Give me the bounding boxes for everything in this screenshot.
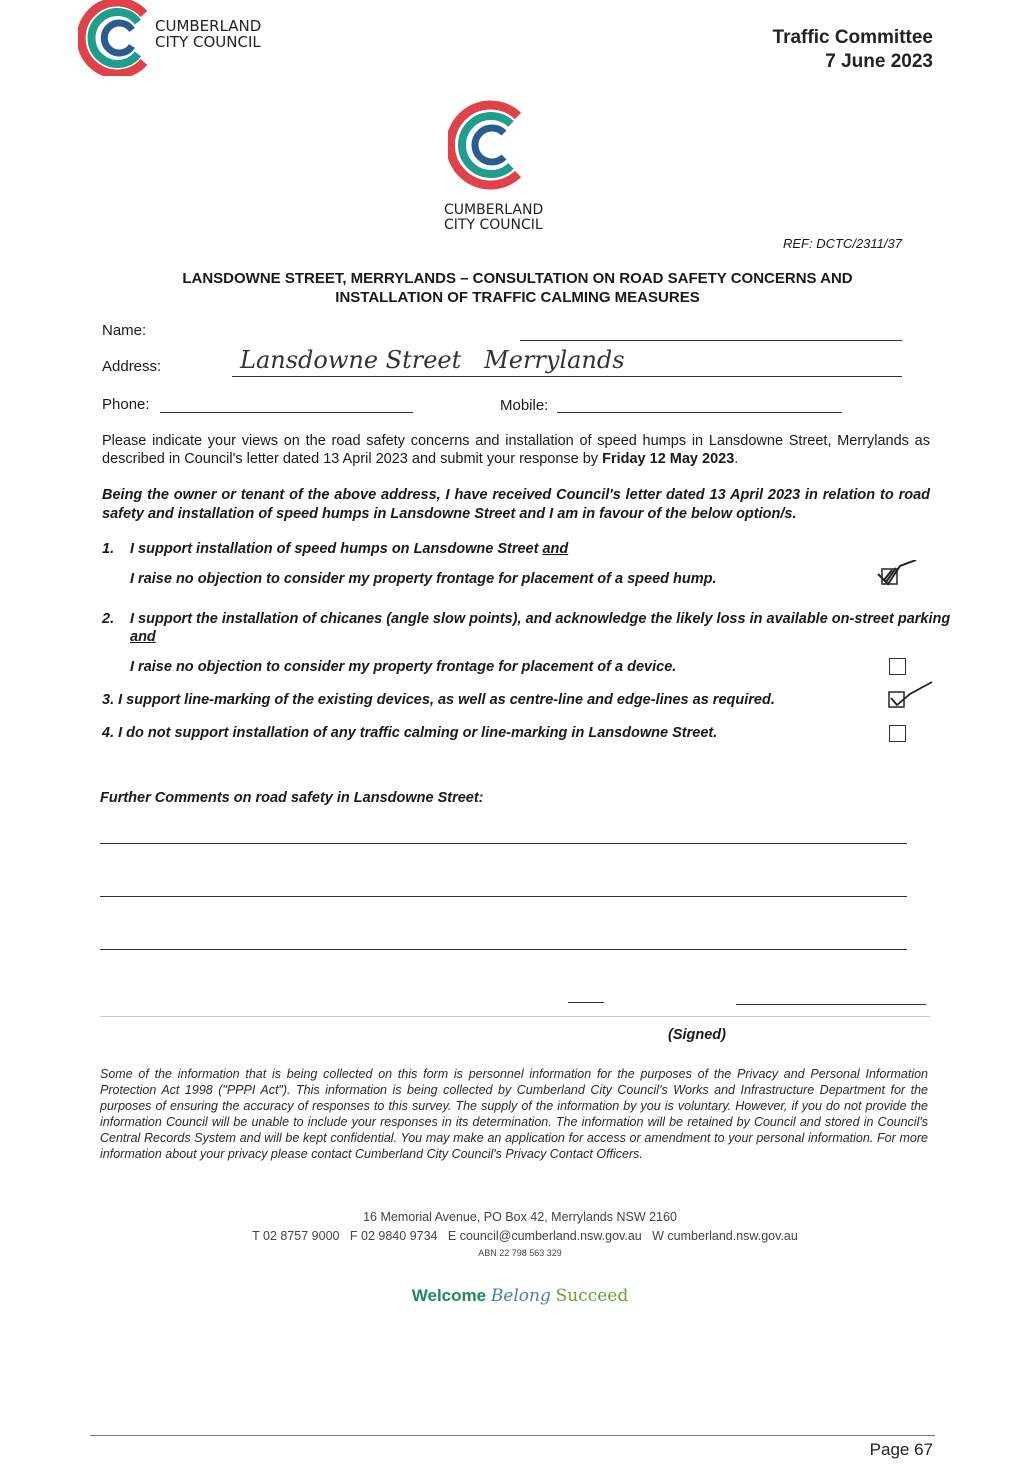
contact-phone: T 02 8757 9000 (252, 1229, 340, 1243)
committee-name: Traffic Committee (772, 27, 933, 48)
option-2-line2: I raise no objection to consider my prop… (130, 659, 677, 675)
org-line2: CITY COUNCIL (444, 217, 543, 233)
intro-deadline: Friday 12 May 2023 (602, 451, 735, 467)
signature-line-short (568, 1002, 604, 1003)
option-2-checkbox[interactable] (889, 658, 906, 675)
option-and: and (542, 541, 569, 557)
option-line1: I support installation of speed humps on… (130, 541, 539, 557)
contact-abn: ABN 22 798 563 329 (478, 1248, 562, 1258)
header-meeting: Traffic Committee 7 June 2023 (773, 26, 933, 74)
header-logo (76, 0, 158, 79)
comments-line-2[interactable] (100, 896, 907, 897)
checked-box-icon (877, 559, 917, 586)
letter-logo (445, 98, 532, 192)
option-line1: I do not support installation of any tra… (118, 725, 718, 741)
name-label: Name: (102, 322, 147, 339)
option-number: 2. (102, 611, 115, 627)
privacy-statement: Some of the information that is being co… (100, 1067, 928, 1161)
option-and: and (130, 629, 156, 645)
contact-address: 16 Memorial Avenue, PO Box 42, Merryland… (363, 1210, 677, 1224)
page-footer-rule (90, 1435, 935, 1436)
mobile-field-line[interactable] (557, 412, 842, 413)
option-number: 1. (102, 541, 115, 557)
title-line1: LANSDOWNE STREET, MERRYLANDS – CONSULTAT… (182, 270, 853, 287)
reference-number: REF: DCTC/2311/37 (783, 236, 902, 251)
meeting-date: 7 June 2023 (825, 51, 933, 72)
option-3-checkbox[interactable] (886, 680, 934, 712)
phone-field-line[interactable] (160, 412, 413, 413)
address-field-line[interactable] (232, 376, 902, 377)
signature-line[interactable] (736, 1004, 926, 1005)
signed-label: (Signed) (668, 1027, 726, 1043)
comments-line-3[interactable] (100, 949, 907, 950)
option-line1: I support the installation of chicanes (… (130, 611, 951, 627)
intro-text: Please indicate your views on the road s… (102, 433, 930, 467)
slogan-succeed: Succeed (555, 1286, 629, 1306)
contact-web[interactable]: W cumberland.nsw.gov.au (652, 1229, 798, 1243)
option-3: 3. I support line-marking of the existin… (102, 692, 775, 708)
comments-line-1[interactable] (100, 843, 907, 844)
name-field-line[interactable] (520, 340, 902, 341)
contact-line: T 02 8757 9000 F 02 9840 9734 E council@… (170, 1229, 880, 1243)
option-line1: I support line-marking of the existing d… (118, 692, 775, 708)
slogan-welcome: Welcome (411, 1286, 487, 1305)
letter-title: LANSDOWNE STREET, MERRYLANDS – CONSULTAT… (110, 269, 925, 307)
address-label: Address: (102, 358, 162, 375)
org-line2: CITY COUNCIL (155, 33, 261, 51)
org-line1: CUMBERLAND (444, 202, 544, 218)
mobile-label: Mobile: (500, 397, 549, 414)
checked-box-icon (888, 681, 933, 708)
option-4-checkbox[interactable] (889, 725, 906, 742)
intro-period: . (734, 451, 739, 467)
page-number: Page 67 (869, 1440, 933, 1459)
council-logo-icon (76, 0, 148, 79)
slogan-belong: Belong (490, 1286, 551, 1306)
option-4: 4. I do not support installation of any … (102, 725, 717, 741)
phone-label: Phone: (102, 396, 150, 413)
header-org-name: CUMBERLAND CITY COUNCIL (155, 18, 261, 50)
intro-paragraph: Please indicate your views on the road s… (102, 432, 930, 468)
title-line2: INSTALLATION OF TRAFFIC CALMING MEASURES (335, 289, 700, 306)
comments-label: Further Comments on road safety in Lansd… (100, 790, 484, 806)
letter-org-name: CUMBERLAND CITY COUNCIL (444, 203, 543, 233)
contact-email[interactable]: E council@cumberland.nsw.gov.au (447, 1229, 642, 1243)
option-1: 1. I support installation of speed humps … (102, 541, 882, 557)
option-2: 2. I support the installation of chicanes… (102, 610, 952, 646)
owner-statement: Being the owner or tenant of the above a… (102, 487, 930, 522)
council-logo-icon (445, 100, 522, 190)
option-number: 3. (102, 692, 115, 708)
option-1-checkbox[interactable] (876, 559, 922, 588)
contact-fax: F 02 9840 9734 (349, 1229, 438, 1243)
option-number: 4. (102, 725, 115, 741)
signature-faint-line (100, 1016, 930, 1017)
slogan: Welcome Belong Succeed (370, 1286, 670, 1306)
org-line1: CUMBERLAND (155, 17, 262, 35)
option-1-line2: I raise no objection to consider my prop… (130, 571, 717, 587)
address-handwritten-value: Lansdowne Street Merrylands (240, 346, 625, 374)
